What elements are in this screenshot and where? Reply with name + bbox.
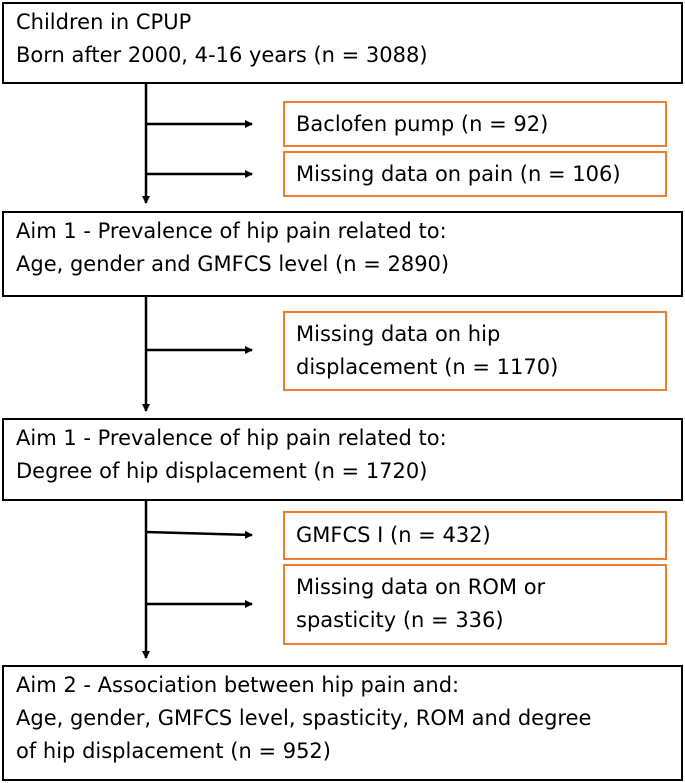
exclusion-missing-hip-displacement: Missing data on hip displacement (n = 11… <box>283 311 667 391</box>
exclusion-missing-pain-label: Missing data on pain (n = 106) <box>296 162 621 186</box>
exclusion-missing-rom-line2: spasticity (n = 336) <box>296 608 504 632</box>
exclusion-missing-hip-line2: displacement (n = 1170) <box>296 355 559 379</box>
exclusion-missing-rom-line1: Missing data on ROM or <box>296 575 546 599</box>
box-aim1b-line1: Aim 1 - Prevalence of hip pain related t… <box>16 426 447 450</box>
box-aim2-association: Aim 2 - Association between hip pain and… <box>2 665 683 781</box>
box-aim2-line1: Aim 2 - Association between hip pain and… <box>16 673 460 697</box>
box-aim1-age-gender: Aim 1 - Prevalence of hip pain related t… <box>2 211 683 297</box>
branch-arrow-gmfcs1 <box>145 530 253 539</box>
exclusion-gmfcs-level-1: GMFCS I (n = 432) <box>283 511 667 560</box>
exclusion-missing-rom-spasticity: Missing data on ROM or spasticity (n = 3… <box>283 564 667 645</box>
box-aim1a-line2: Age, gender and GMFCS level (n = 2890) <box>16 252 450 276</box>
box-aim1a-line1: Aim 1 - Prevalence of hip pain related t… <box>16 219 447 243</box>
exclusion-gmfcs1-label: GMFCS I (n = 432) <box>296 523 491 547</box>
exclusion-missing-pain: Missing data on pain (n = 106) <box>283 151 667 197</box>
box-start-line2: Born after 2000, 4-16 years (n = 3088) <box>16 43 428 67</box>
box-aim1-hip-displacement: Aim 1 - Prevalence of hip pain related t… <box>2 418 683 501</box>
box-start-line1: Children in CPUP <box>16 10 192 34</box>
exclusion-baclofen-pump: Baclofen pump (n = 92) <box>283 101 667 147</box>
exclusion-missing-hip-line1: Missing data on hip <box>296 322 501 346</box>
exclusion-baclofen-label: Baclofen pump (n = 92) <box>296 112 549 136</box>
box-aim2-line3: of hip displacement (n = 952) <box>16 739 331 763</box>
box-start-population: Children in CPUP Born after 2000, 4-16 y… <box>2 2 683 84</box>
box-aim2-line2: Age, gender, GMFCS level, spasticity, RO… <box>16 706 592 730</box>
box-aim1b-line2: Degree of hip displacement (n = 1720) <box>16 459 428 483</box>
